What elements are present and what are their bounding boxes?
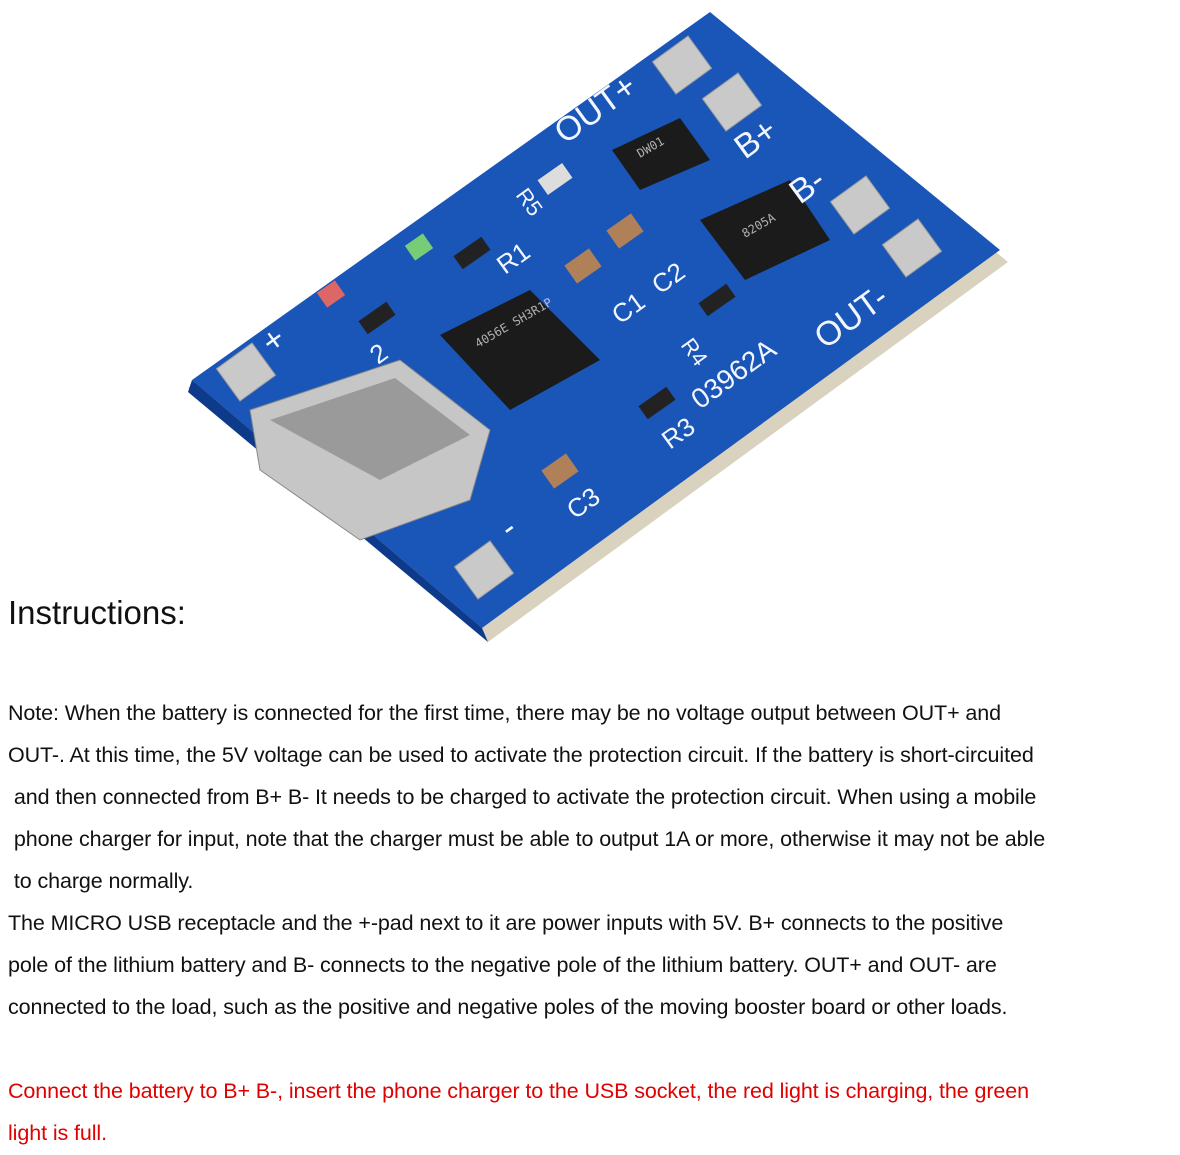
note-line: phone charger for input, note that the c…	[8, 827, 1046, 851]
smd-parts	[316, 163, 736, 489]
note-line: and then connected from B+ B- It needs t…	[8, 785, 1037, 809]
tp4056-charger-board-photo: 4056E SH3R1P DW01 8205A OUT+ B+ B- OUT- …	[188, 12, 1008, 642]
charging-note-line: Connect the battery to B+ B-, insert the…	[8, 1079, 1030, 1103]
note-line: to charge normally.	[8, 869, 194, 893]
instructions-heading: Instructions:	[8, 594, 186, 631]
io-line: The MICRO USB receptacle and the +-pad n…	[8, 911, 1004, 935]
note-line: Note: When the battery is connected for …	[8, 701, 1001, 725]
chips: 4056E SH3R1P DW01 8205A	[440, 118, 830, 410]
pads	[215, 35, 943, 600]
usb-connector	[249, 359, 491, 541]
note-line: OUT-. At this time, the 5V voltage can b…	[8, 743, 1034, 767]
io-line: pole of the lithium battery and B- conne…	[8, 953, 997, 977]
charging-note-line: light is full.	[8, 1121, 107, 1145]
io-line: connected to the load, such as the posit…	[8, 995, 1008, 1019]
